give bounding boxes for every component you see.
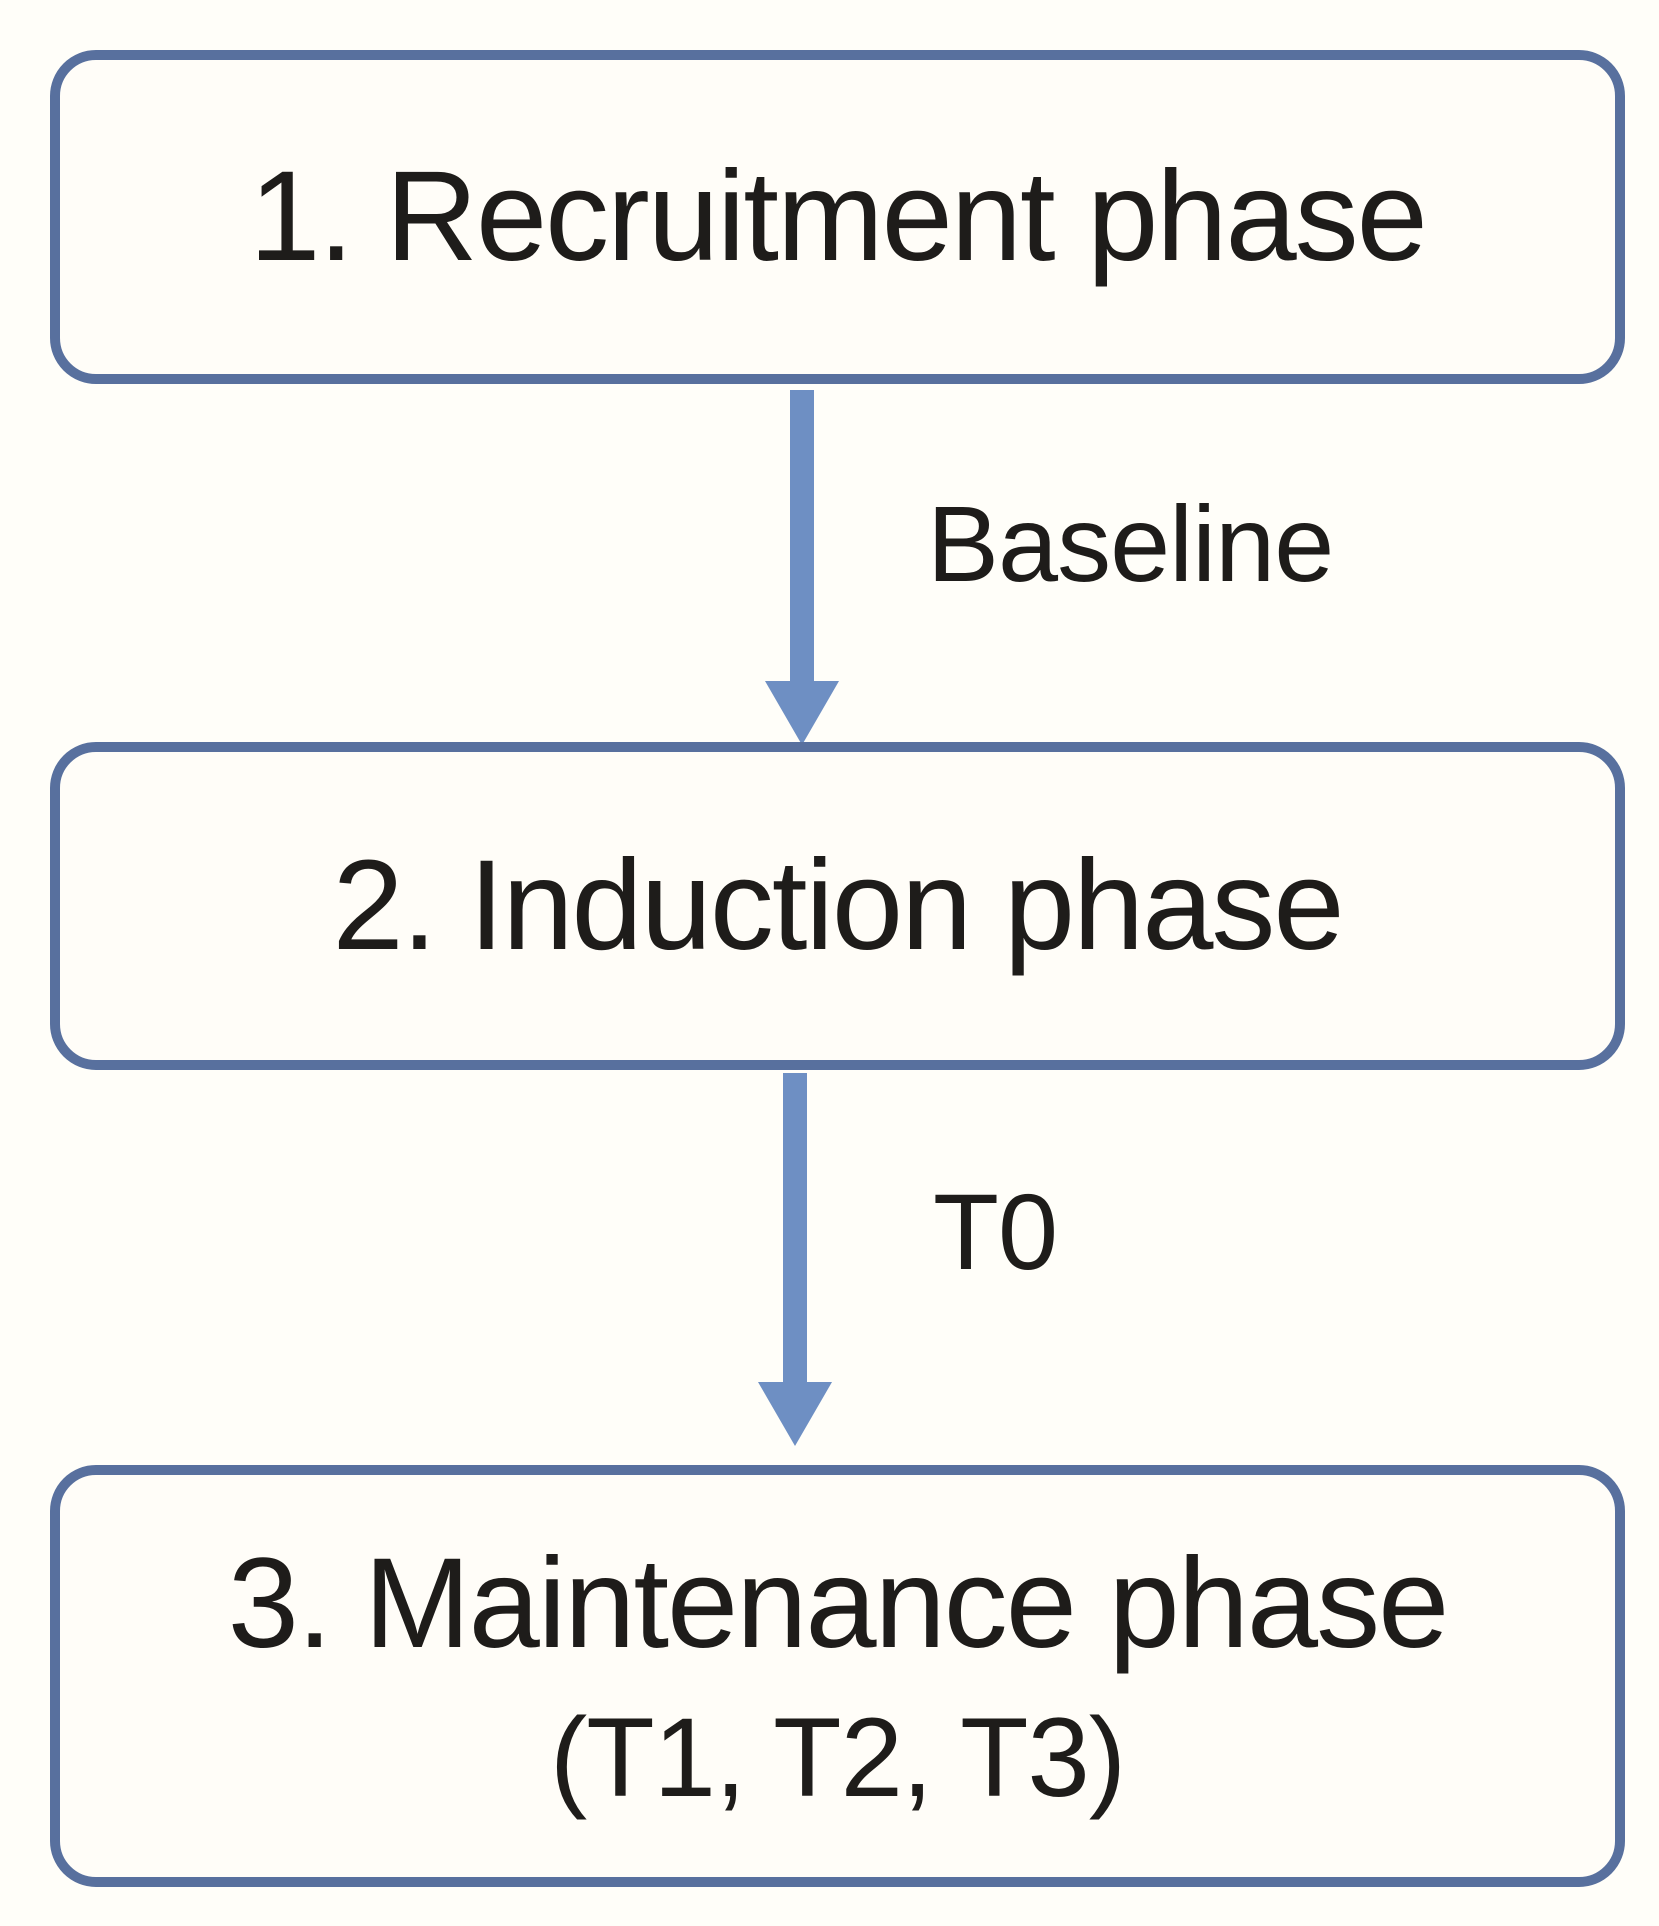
down-arrow-icon bbox=[790, 390, 814, 683]
down-arrow-head-icon bbox=[765, 681, 839, 745]
down-arrow-icon bbox=[783, 1073, 807, 1384]
box-induction-phase-label: 2. Induction phase bbox=[332, 833, 1344, 977]
box-maintenance-phase-label: 3. Maintenance phase bbox=[227, 1532, 1450, 1676]
arrow-label-baseline: Baseline bbox=[927, 483, 1334, 604]
box-recruitment-phase-label: 1. Recruitment phase bbox=[249, 144, 1428, 288]
box-maintenance-phase: 3. Maintenance phase (T1, T2, T3) bbox=[50, 1465, 1625, 1887]
down-arrow-head-icon bbox=[758, 1382, 832, 1446]
arrow-label-t0: T0 bbox=[933, 1171, 1058, 1292]
box-maintenance-phase-sublabel: (T1, T2, T3) bbox=[549, 1695, 1126, 1821]
box-recruitment-phase: 1. Recruitment phase bbox=[50, 50, 1625, 384]
box-induction-phase: 2. Induction phase bbox=[50, 742, 1625, 1070]
